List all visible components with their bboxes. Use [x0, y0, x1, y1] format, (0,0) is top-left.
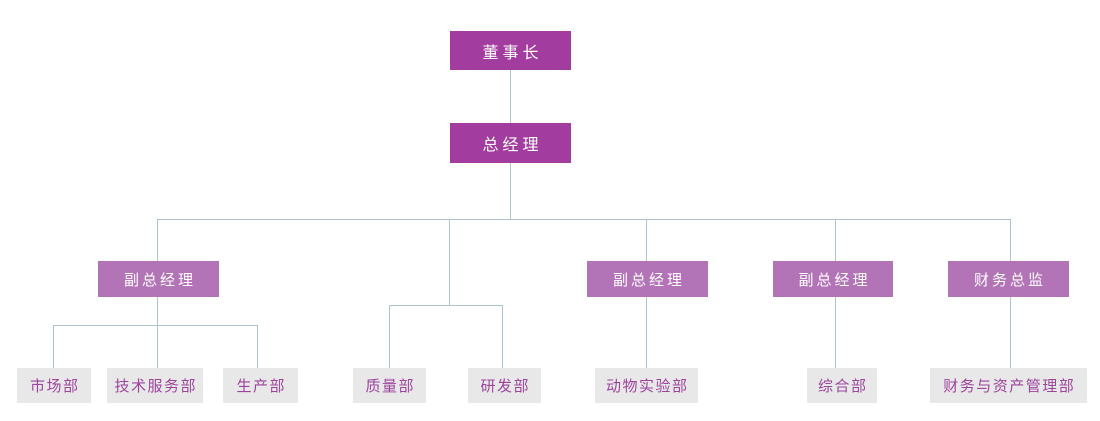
- org-node-general-manager: 总经理: [450, 123, 571, 163]
- connector-to-general-affairs: [835, 297, 836, 368]
- connector-to-deputy-gm-1: [157, 219, 158, 261]
- connector-to-deputy-gm-3: [835, 219, 836, 261]
- connector-to-animal-lab: [646, 297, 647, 368]
- org-node-finance-asset-dept: 财务与资产管理部: [930, 368, 1087, 403]
- connector-to-quality-rnd-branch: [449, 219, 450, 305]
- connector-to-finance-asset: [1010, 297, 1011, 368]
- org-node-deputy-gm-3: 副总经理: [773, 261, 893, 297]
- org-node-tech-service-dept: 技术服务部: [107, 368, 203, 403]
- org-node-deputy-gm-2: 副总经理: [587, 261, 708, 297]
- connector-to-production: [257, 325, 258, 368]
- connector-to-marketing: [53, 325, 54, 368]
- connector-quality-rnd-horizontal: [389, 305, 503, 306]
- org-node-chairman: 董事长: [450, 31, 571, 70]
- connector-main-horizontal: [157, 219, 1011, 220]
- org-node-deputy-gm-1: 副总经理: [98, 261, 219, 297]
- org-node-animal-lab-dept: 动物实验部: [595, 368, 698, 403]
- org-node-finance-director: 财务总监: [948, 261, 1069, 297]
- connector-to-finance-director: [1010, 219, 1011, 261]
- connector-to-quality: [389, 305, 390, 368]
- connector-gm-down: [510, 163, 511, 219]
- connector-to-rnd: [502, 305, 503, 368]
- org-node-general-affairs-dept: 综合部: [807, 368, 877, 403]
- org-node-quality-dept: 质量部: [353, 368, 426, 403]
- connector-to-deputy-gm-2: [646, 219, 647, 261]
- connector-chairman-to-gm: [510, 70, 511, 123]
- connector-deputy-gm-1-down: [157, 297, 158, 368]
- org-node-production-dept: 生产部: [223, 368, 298, 403]
- org-node-marketing-dept: 市场部: [17, 368, 91, 403]
- connector-deputy-gm-1-horizontal: [53, 325, 258, 326]
- org-node-rnd-dept: 研发部: [468, 368, 541, 403]
